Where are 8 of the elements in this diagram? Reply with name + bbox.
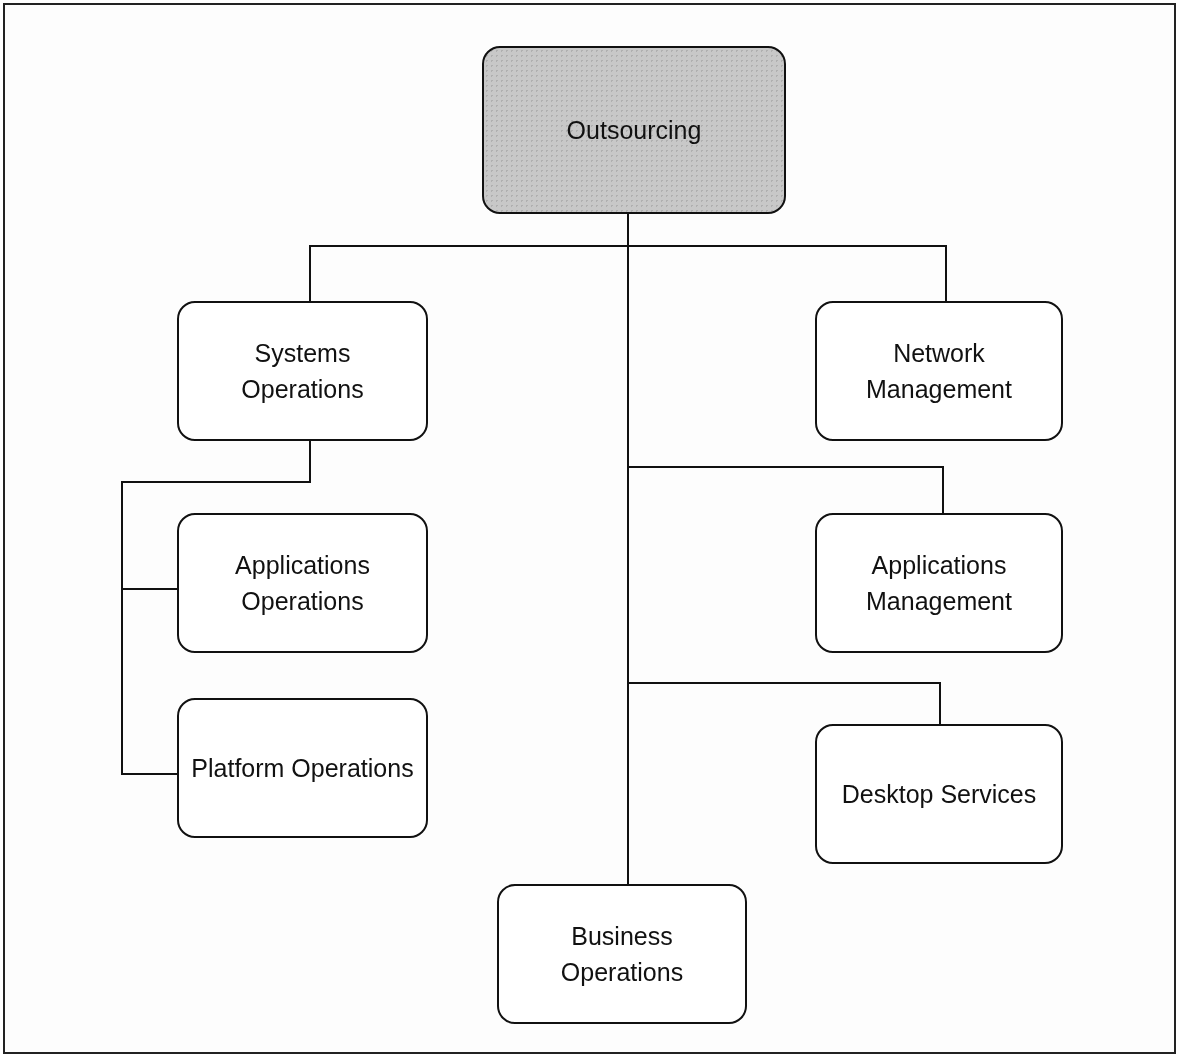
process-box: Platform Operations (177, 698, 428, 838)
process-box: Desktop Services (815, 724, 1063, 864)
process-box: Network Management (815, 301, 1063, 441)
process-box: Systems Operations (177, 301, 428, 441)
process-box: Applications Operations (177, 513, 428, 653)
process-box: Applications Management (815, 513, 1063, 653)
root-box: Outsourcing (482, 46, 786, 214)
process-box: Business Operations (497, 884, 747, 1024)
